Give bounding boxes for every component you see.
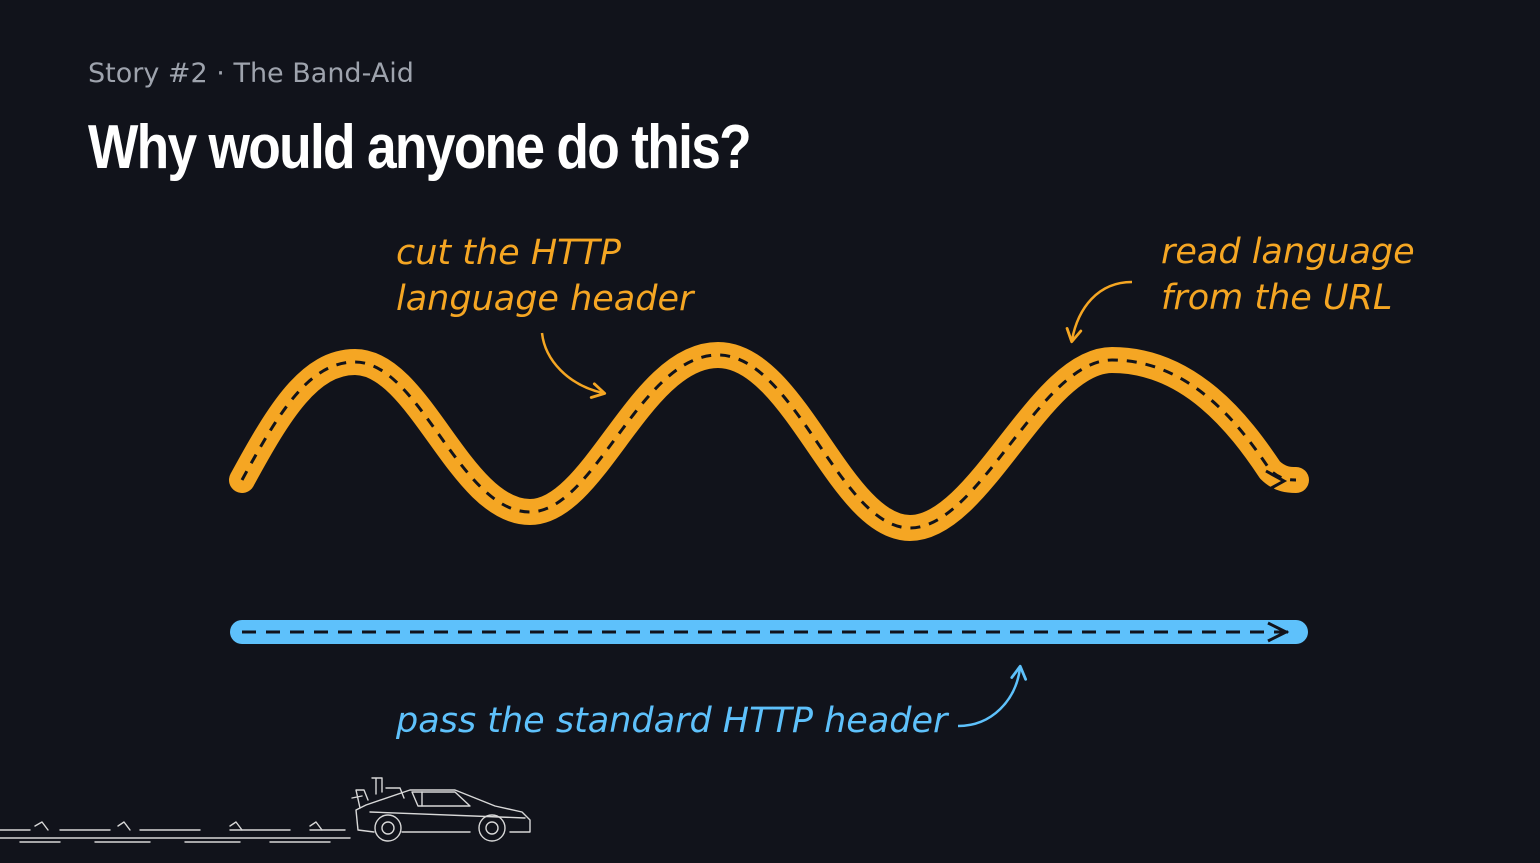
delorean-car-icon <box>0 777 531 843</box>
slide-subtitle: Story #2 · The Band-Aid <box>88 58 414 89</box>
pass-header-line: pass the standard HTTP header <box>396 701 948 741</box>
pass-header-annotation: pass the standard HTTP header <box>396 698 947 744</box>
cut-header-line-1: cut the HTTP <box>396 233 622 273</box>
slide-title: Why would anyone do this? <box>88 113 752 182</box>
straight-road-arrowhead <box>1267 621 1290 643</box>
wavy-road-arrowhead <box>1265 469 1288 493</box>
straight-road-path <box>230 620 1308 644</box>
read-url-line-1: read language <box>1161 232 1415 272</box>
cut-header-line-2: language header <box>396 279 694 319</box>
read-url-pointer-arrow <box>1065 280 1133 344</box>
pass-header-pointer-arrow <box>957 664 1028 728</box>
cut-header-annotation: cut the HTTP language header <box>396 230 693 322</box>
read-url-annotation: read language from the URL <box>1161 229 1415 321</box>
wavy-road-path <box>229 342 1309 541</box>
read-url-line-2: from the URL <box>1161 278 1393 318</box>
cut-header-pointer-arrow <box>540 332 607 399</box>
